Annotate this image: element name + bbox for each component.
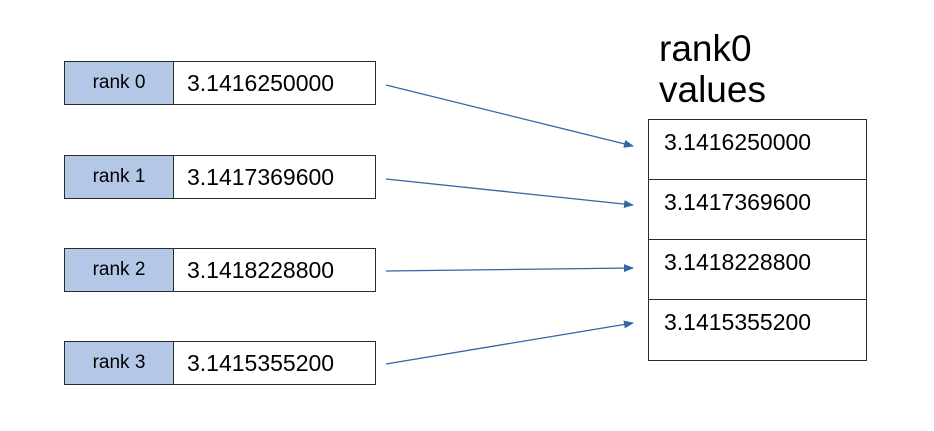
gathered-values-table: 3.1416250000 3.1417369600 3.1418228800 3… xyxy=(648,119,867,361)
rank-1-row: rank 1 3.1417369600 xyxy=(64,155,376,199)
gathered-title-line-1: rank0 xyxy=(659,28,752,69)
gathered-value-2: 3.1418228800 xyxy=(649,240,866,300)
rank-2-row: rank 2 3.1418228800 xyxy=(64,248,376,292)
rank-3-value: 3.1415355200 xyxy=(174,341,376,385)
gathered-title-line-2: values xyxy=(659,69,766,110)
rank-0-label: rank 0 xyxy=(64,61,174,105)
rank-1-value: 3.1417369600 xyxy=(174,155,376,199)
rank-2-label: rank 2 xyxy=(64,248,174,292)
gathered-value-3: 3.1415355200 xyxy=(664,309,812,335)
arrow-rank-1 xyxy=(385,178,634,209)
gathered-value-1: 3.1417369600 xyxy=(649,180,866,240)
arrow-rank-2 xyxy=(385,264,634,273)
gathered-values-title: rank0 values xyxy=(659,28,766,110)
arrow-rank-0 xyxy=(385,84,634,148)
rank-0-value: 3.1416250000 xyxy=(174,61,376,105)
rank-3-row: rank 3 3.1415355200 xyxy=(64,341,376,385)
rank-3-label: rank 3 xyxy=(64,341,174,385)
rank-2-value: 3.1418228800 xyxy=(174,248,376,292)
rank-1-label: rank 1 xyxy=(64,155,174,199)
arrow-rank-3 xyxy=(385,320,634,365)
gathered-value-0: 3.1416250000 xyxy=(649,120,866,180)
rank-0-row: rank 0 3.1416250000 xyxy=(64,61,376,105)
